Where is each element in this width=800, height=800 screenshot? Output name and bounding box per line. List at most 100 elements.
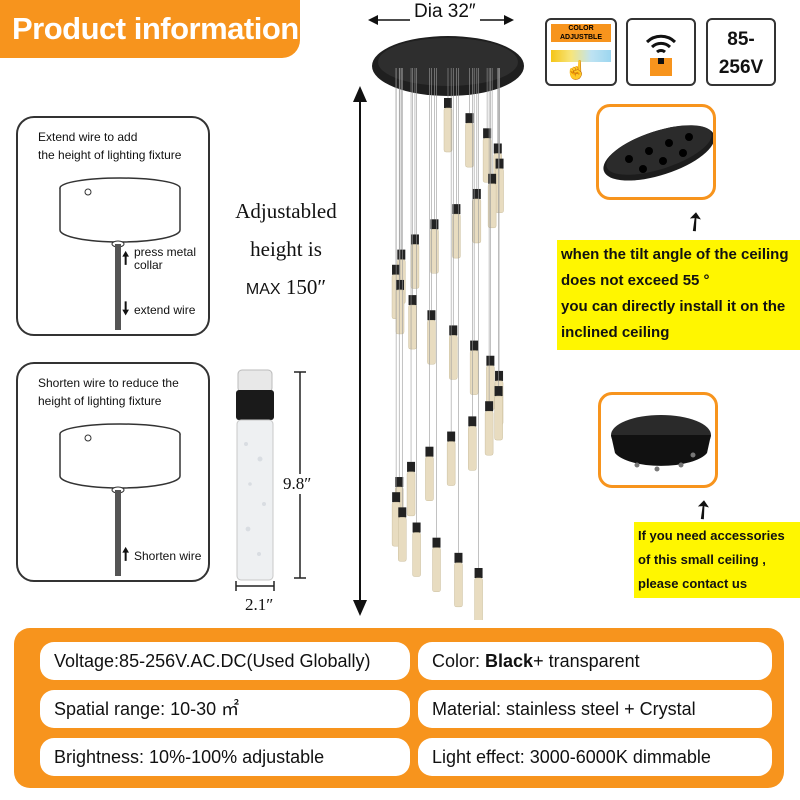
height-max-prefix: MAX xyxy=(245,281,281,298)
small-canopy-image xyxy=(598,392,718,488)
pendant-cap xyxy=(449,325,458,336)
pendant-cap xyxy=(495,370,504,381)
pendant-cap xyxy=(432,537,441,548)
crystal-tube xyxy=(408,304,417,350)
arrow-up-icon: 🠕 xyxy=(122,249,130,268)
pendant-cap xyxy=(454,552,463,563)
extend-wire-caption: Extend wire to add the height of lightin… xyxy=(38,128,181,164)
shorten-wire-panel: Shorten wire to reduce the height of lig… xyxy=(16,362,210,582)
product-info-banner: Product information xyxy=(0,0,300,58)
tube-width-label: 2.1″ xyxy=(245,595,274,614)
tilt-note-line3: you can directly install it on the xyxy=(561,298,786,315)
crystal-tube xyxy=(410,244,420,289)
height-max-value: 150″ xyxy=(285,275,327,299)
pendant-cap xyxy=(485,401,494,412)
crystal-tube xyxy=(449,335,458,380)
material-spec: Material: stainless steel + Crystal xyxy=(418,690,772,728)
remote-control-badge xyxy=(626,18,696,86)
crystal-tube xyxy=(412,532,421,577)
color-temp-strip xyxy=(551,50,611,62)
pointer-arrow-icon: ➚ xyxy=(676,202,713,240)
crystal-tube xyxy=(446,441,456,486)
pendant-cap xyxy=(392,492,401,503)
spec-panel: Voltage:85-256V.AC.DC(Used Globally) Col… xyxy=(14,628,784,788)
tilt-note-line4: inclined ceiling xyxy=(561,324,670,341)
pendant-cap xyxy=(465,113,474,124)
shorten-caption-line1: Shorten wire to reduce the xyxy=(38,376,179,390)
color-adjustable-text: COLOR ADJUSTBLE xyxy=(551,24,611,42)
pendant-cap xyxy=(407,461,416,472)
shorten-caption-line2: height of lighting fixture xyxy=(38,394,162,408)
arrow-down-icon: 🠗 xyxy=(122,299,130,318)
voltage-spec: Voltage:85-256V.AC.DC(Used Globally) xyxy=(40,642,410,680)
pendant-cap xyxy=(452,204,461,215)
pendant-cap xyxy=(494,386,503,397)
pendant-cap xyxy=(483,128,492,139)
crystal-tube xyxy=(395,289,405,335)
pendant-cap xyxy=(468,416,477,427)
accessory-note-line3: please contact us xyxy=(638,576,748,591)
canopy-extend-illustration xyxy=(59,177,181,330)
pendant-cap xyxy=(444,98,452,108)
light-effect-spec: Light effect: 3000-6000K dimmable xyxy=(418,738,772,776)
pendant-cap xyxy=(396,279,405,290)
extend-wire-label: extend wire xyxy=(134,303,196,317)
pendant-cap xyxy=(412,522,421,533)
pendant-cap xyxy=(425,446,434,457)
color-spec-rest: + transparent xyxy=(533,651,640,671)
pendant-cap xyxy=(447,431,456,442)
crystal-tube xyxy=(469,350,479,395)
pendant-cap xyxy=(470,340,479,351)
adjustable-height-note: Adjustabled height is MAX 150″ xyxy=(226,192,346,309)
crystal-tube xyxy=(427,320,436,365)
pendant-cap xyxy=(398,507,407,518)
crystal-tube xyxy=(454,562,463,608)
tube-height-label: 9.8″ xyxy=(283,474,312,494)
press-collar-label: press metal collar xyxy=(134,245,197,272)
voltage-badge-line1: 85- xyxy=(727,29,755,50)
voltage-badge-line2: 256V xyxy=(718,57,764,78)
spiral-chandelier-illustration xyxy=(372,36,524,620)
spatial-range-spec: Spatial range: 10-30 ㎡ xyxy=(40,690,410,728)
color-spec: Color: Black+ transparent xyxy=(418,642,772,680)
pendant-cap xyxy=(408,295,417,306)
crystal-tube xyxy=(495,168,504,213)
arrow-up-icon: 🠕 xyxy=(122,545,130,564)
shorten-wire-label: Shorten wire xyxy=(134,549,202,563)
brightness-spec: Brightness: 10%-100% adjustable xyxy=(40,738,410,776)
pendant-cap xyxy=(495,158,504,169)
accessory-note: If you need accessories of this small ce… xyxy=(634,522,800,598)
color-spec-label: Color: xyxy=(432,651,486,671)
crystal-tube xyxy=(406,471,416,517)
crystal-tube xyxy=(474,577,483,620)
tilt-angle-note: when the tilt angle of the ceiling does … xyxy=(557,240,800,350)
hand-pointer-icon: ☝ xyxy=(565,60,588,80)
tilt-note-line2: does not exceed 55 ° xyxy=(561,272,710,289)
crystal-tube xyxy=(432,547,441,592)
page-title: Product information xyxy=(12,11,299,46)
pendant-cap xyxy=(493,143,502,154)
pendant-group xyxy=(391,68,504,620)
voltage-badge: 85- 256V xyxy=(706,18,776,86)
crystal-tube-dimension-drawing xyxy=(235,369,306,591)
diameter-label: Dia 32″ xyxy=(410,1,480,23)
accessory-note-line1: If you need accessories xyxy=(638,528,785,543)
pendant-cap xyxy=(488,173,497,184)
crystal-tube xyxy=(425,456,434,501)
crystal-tube xyxy=(398,517,407,562)
tilt-note-line1: when the tilt angle of the ceiling xyxy=(561,246,789,263)
crystal-tube xyxy=(443,107,453,153)
pendant-cap xyxy=(395,477,404,488)
flat-canopy-image xyxy=(596,104,716,200)
wifi-remote-icon xyxy=(645,34,677,76)
extend-caption-line1: Extend wire to add xyxy=(38,130,138,144)
flat-canopy-drawing xyxy=(603,125,715,181)
crystal-tube xyxy=(484,410,494,456)
height-note-line1: Adjustabled xyxy=(235,199,337,223)
color-spec-value: Black xyxy=(485,651,534,671)
accessory-note-line2: of this small ceiling , xyxy=(638,552,766,567)
pendant-cap xyxy=(410,234,419,245)
pendant-cap xyxy=(427,310,436,321)
height-note-line3: MAX 150″ xyxy=(226,268,346,309)
extend-caption-line2: the height of lighting fixture xyxy=(38,148,182,162)
